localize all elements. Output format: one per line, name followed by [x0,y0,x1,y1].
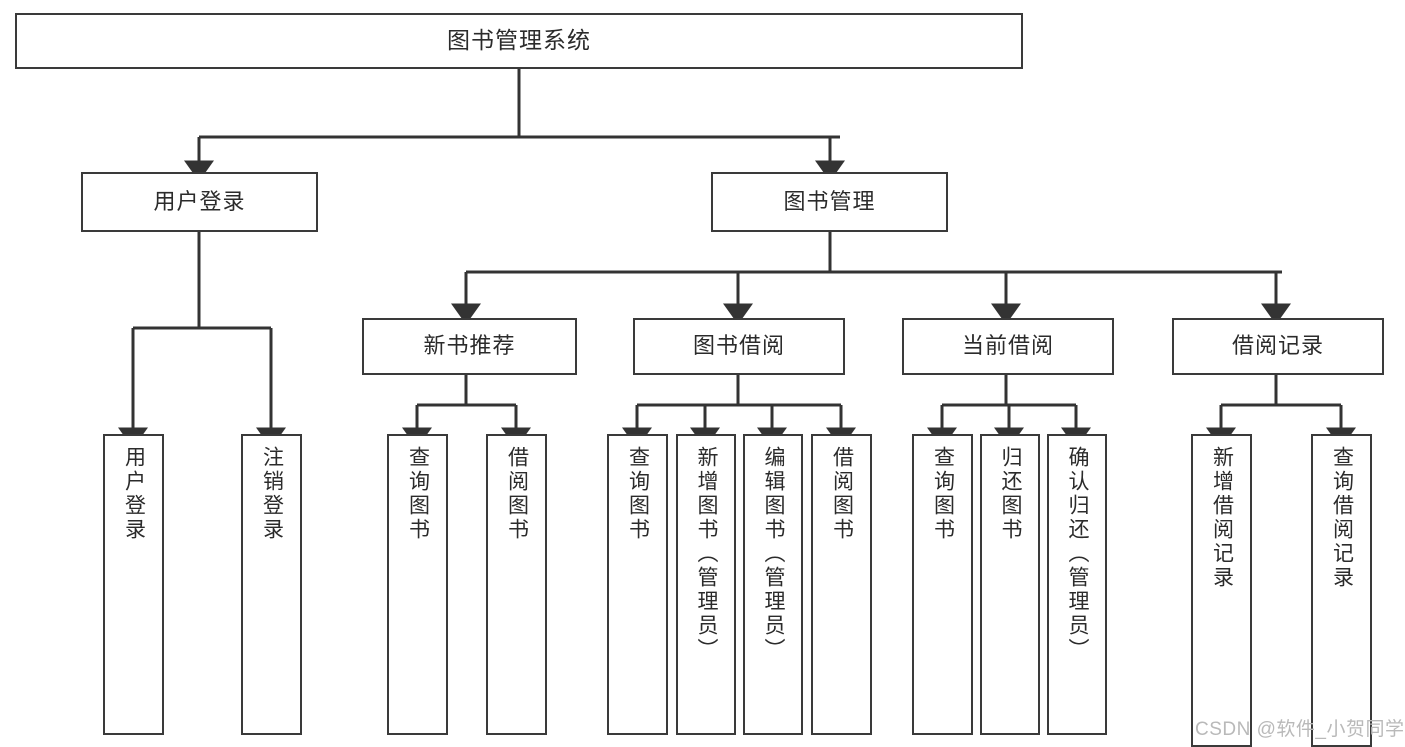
node-book-management[interactable]: 图书管理 [711,172,948,232]
leaf-current-borrow-confirm-return[interactable]: 确认归还（管理员） [1047,434,1107,735]
leaf-new-book-borrow[interactable]: 借阅图书 [486,434,547,735]
node-label: 用户登录 [153,188,246,214]
leaf-user-login-logout[interactable]: 注销登录 [241,434,302,735]
node-label: 图书借阅 [692,333,785,359]
leaf-label: 借阅图书 [830,446,854,542]
leaf-user-login-login[interactable]: 用户登录 [103,434,164,735]
node-book-borrow[interactable]: 图书借阅 [633,318,845,375]
leaf-book-borrow-edit[interactable]: 编辑图书（管理员） [743,434,803,735]
csdn-watermark: CSDN @软件_小贺同学 [1195,714,1404,741]
leaf-current-borrow-return[interactable]: 归还图书 [980,434,1040,735]
leaf-label: 查询图书 [931,446,955,542]
leaf-borrow-record-add[interactable]: 新增借阅记录 [1191,434,1252,747]
node-label: 当前借阅 [961,333,1054,359]
leaf-book-borrow-query[interactable]: 查询图书 [607,434,668,735]
leaf-current-borrow-query[interactable]: 查询图书 [912,434,973,735]
node-root-system[interactable]: 图书管理系统 [15,13,1023,69]
leaf-label: 借阅图书 [505,446,529,542]
leaf-label: 注销登录 [260,446,284,542]
leaf-label: 归还图书 [999,446,1023,542]
node-new-book-recommend[interactable]: 新书推荐 [362,318,577,375]
leaf-borrow-record-query[interactable]: 查询借阅记录 [1311,434,1372,747]
leaf-label: 查询图书 [626,446,650,542]
node-label: 新书推荐 [423,333,516,359]
watermark-text: CSDN @软件_小贺同学 [1195,719,1405,740]
node-current-borrow[interactable]: 当前借阅 [902,318,1114,375]
node-borrow-record[interactable]: 借阅记录 [1172,318,1384,375]
node-label: 图书管理系统 [447,27,591,54]
leaf-label: 新增借阅记录 [1210,446,1234,590]
leaf-label: 查询借阅记录 [1330,446,1354,590]
leaf-label: 用户登录 [122,446,146,542]
leaf-label: 新增图书（管理员） [695,446,719,662]
node-label: 借阅记录 [1231,333,1324,359]
leaf-new-book-query[interactable]: 查询图书 [387,434,448,735]
node-label: 图书管理 [783,188,876,214]
leaf-book-borrow-borrow[interactable]: 借阅图书 [811,434,872,735]
leaf-label: 编辑图书（管理员） [762,446,786,662]
leaf-book-borrow-add[interactable]: 新增图书（管理员） [676,434,736,735]
leaf-label: 查询图书 [406,446,430,542]
leaf-label: 确认归还（管理员） [1066,446,1090,662]
node-user-login[interactable]: 用户登录 [81,172,318,232]
